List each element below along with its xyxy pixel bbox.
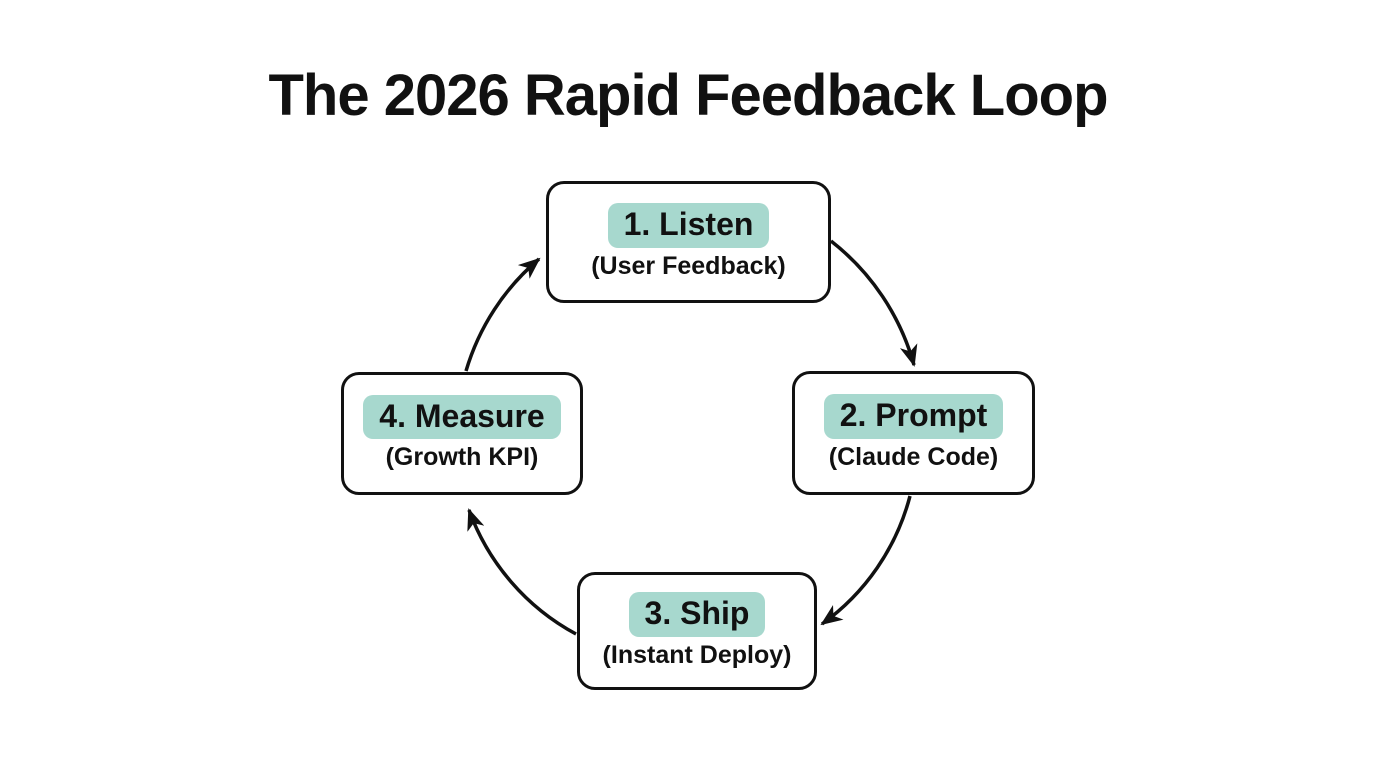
step-label-prompt: 2. Prompt	[823, 394, 1004, 439]
step-sublabel-measure: (Growth KPI)	[385, 443, 539, 472]
step-box-listen: 1. Listen (User Feedback)	[546, 181, 831, 303]
step-label-measure: 4. Measure	[363, 394, 561, 440]
step-label-ship: 3. Ship	[628, 592, 766, 637]
step-sublabel-prompt: (Claude Code)	[828, 442, 999, 471]
arrow-prompt-to-ship	[820, 495, 912, 626]
page-title: The 2026 Rapid Feedback Loop	[268, 63, 1109, 128]
step-box-ship: 3. Ship (Instant Deploy)	[577, 572, 817, 690]
step-label-listen: 1. Listen	[607, 203, 770, 248]
step-box-prompt: 2. Prompt (Claude Code)	[792, 371, 1035, 495]
step-sublabel-ship: (Instant Deploy)	[602, 640, 792, 669]
arrow-ship-to-measure	[467, 508, 577, 636]
step-box-measure: 4. Measure (Growth KPI)	[341, 372, 583, 495]
step-sublabel-listen: (User Feedback)	[591, 251, 786, 280]
arrow-measure-to-listen	[464, 257, 541, 372]
arrow-listen-to-prompt	[829, 239, 918, 367]
